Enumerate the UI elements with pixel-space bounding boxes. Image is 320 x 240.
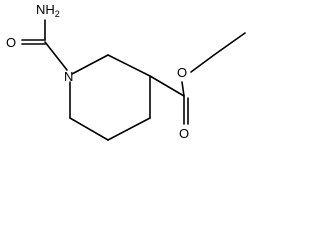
ring-nitrogen-label: N bbox=[64, 69, 73, 84]
bond-carbamoyl-c-n bbox=[44, 41, 68, 71]
bond-ring-c2-c3 bbox=[107, 54, 151, 77]
chemical-structure: NH2 O N O O bbox=[6, 2, 246, 141]
bond-ester-c-o-single bbox=[181, 81, 185, 97]
bond-ester-o-ch2 bbox=[190, 54, 215, 73]
bond-ring-c5-c6 bbox=[69, 117, 109, 141]
ester-carbonyl-oxygen-label: O bbox=[179, 126, 189, 141]
ester-ether-oxygen-label: O bbox=[177, 65, 187, 80]
amide-oxygen-label: O bbox=[6, 35, 16, 50]
bond-ethyl-ch2-ch3 bbox=[213, 32, 246, 56]
amide-nh2-label: NH2 bbox=[36, 2, 60, 19]
bond-ring-n-c2 bbox=[71, 54, 109, 75]
bond-ring-c4-c5 bbox=[107, 117, 151, 141]
bond-c3-ester-c bbox=[149, 75, 185, 97]
